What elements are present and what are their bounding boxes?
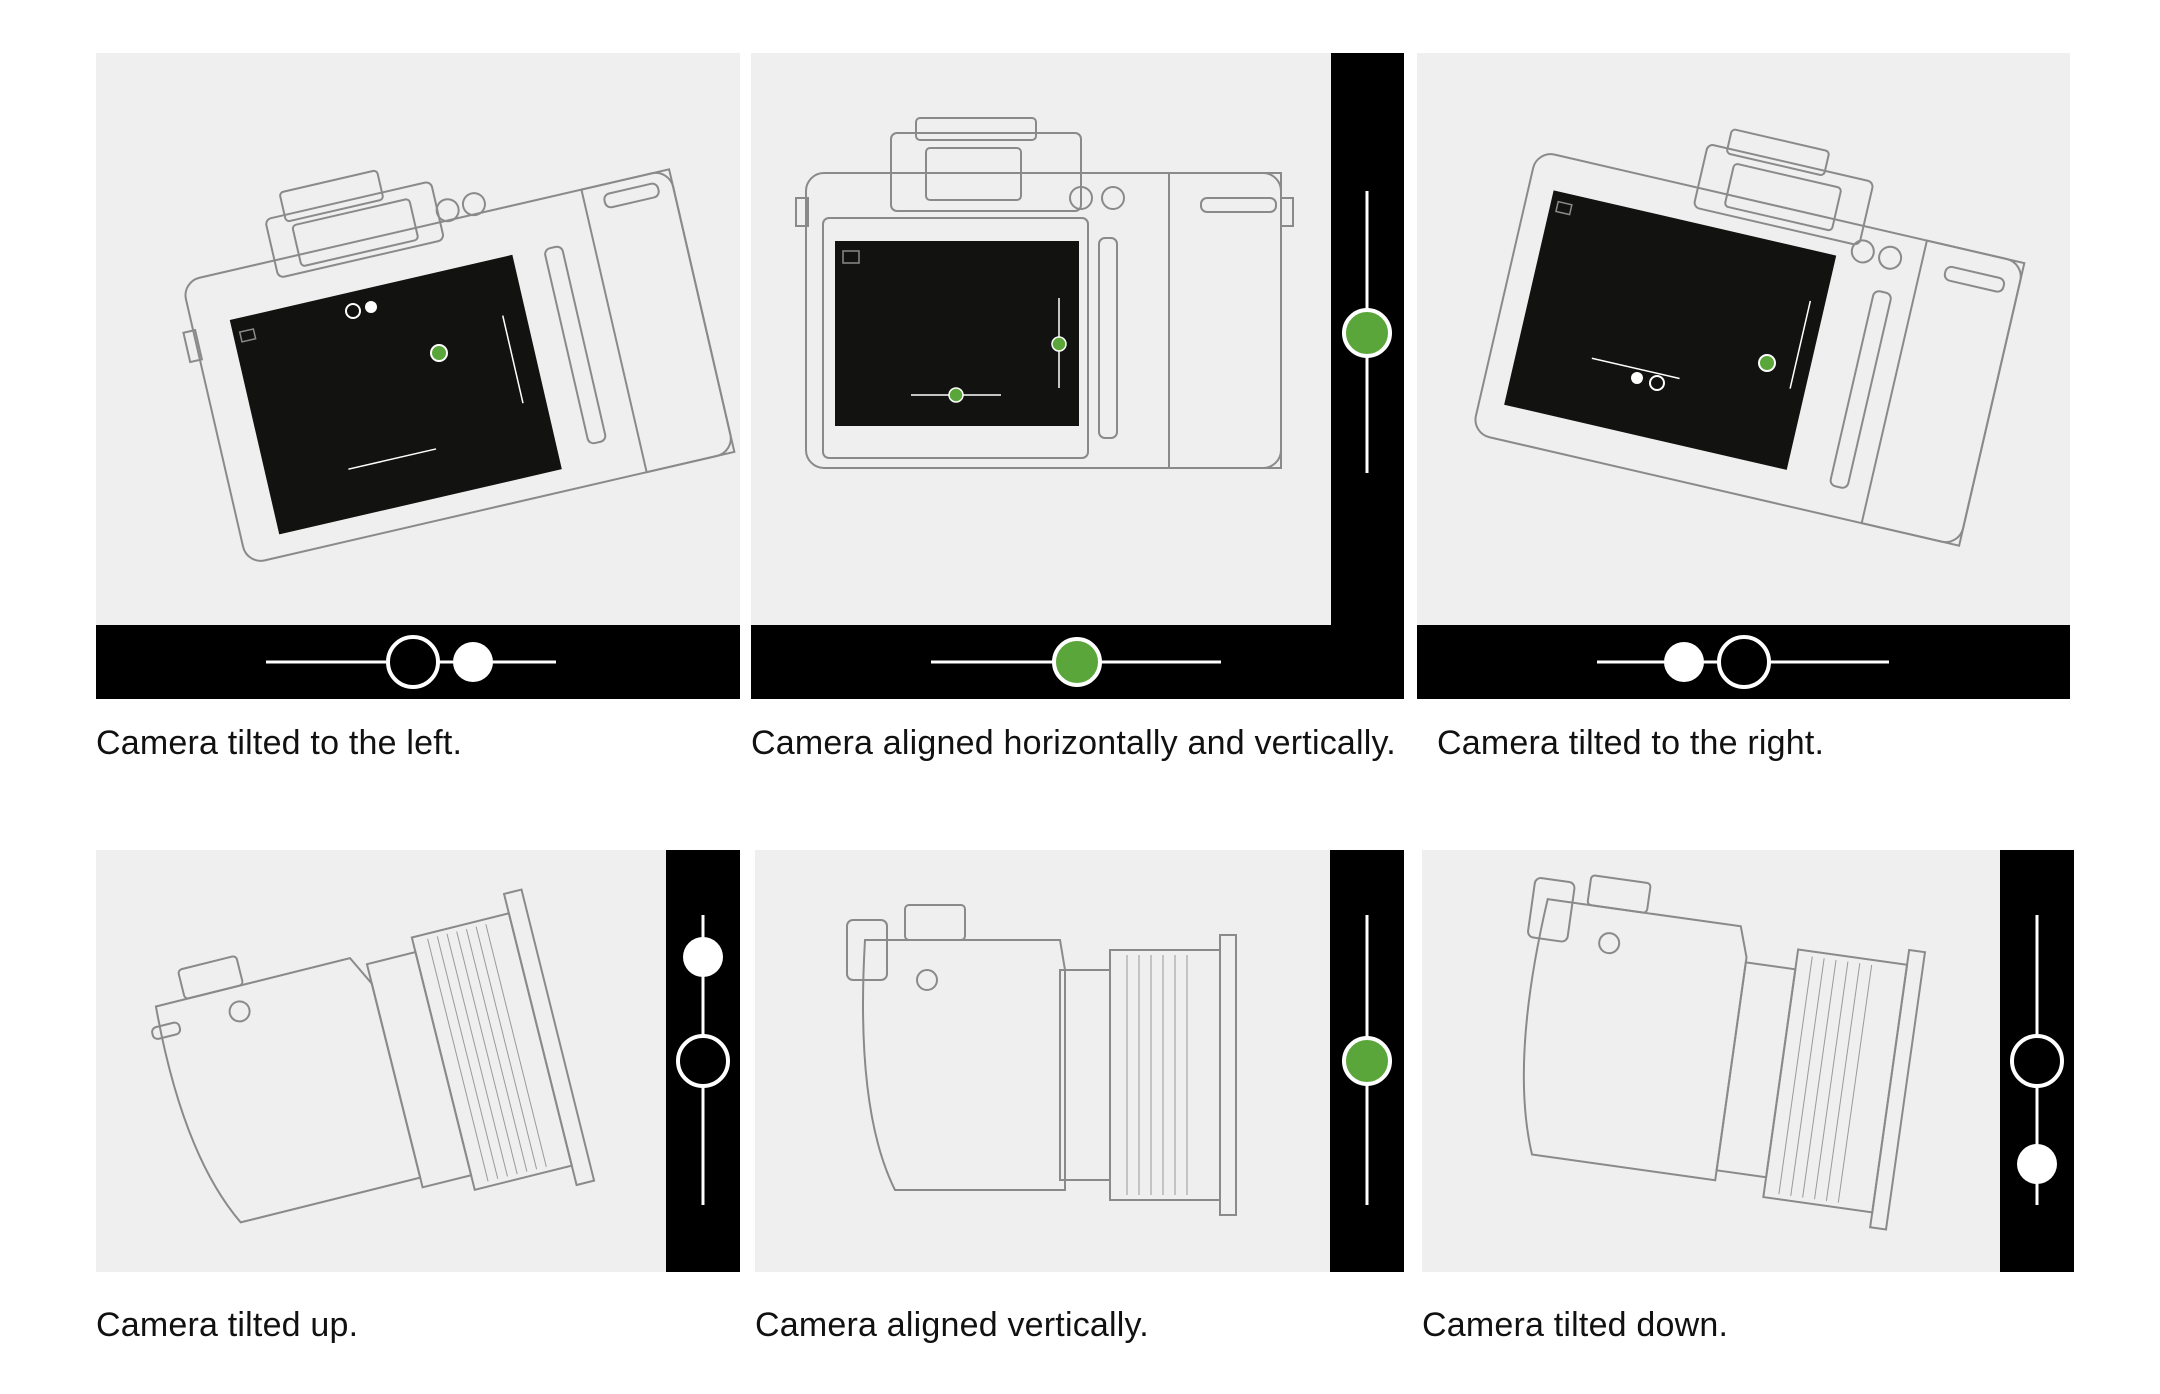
horizontal-level-bar: [1417, 625, 2070, 699]
panel-aligned-both: [751, 53, 1404, 699]
panel-tilted-left: [96, 53, 740, 699]
level-bubble: [453, 642, 493, 682]
vertical-level-bar: [666, 850, 740, 1272]
horizontal-level-bar: [751, 625, 1404, 699]
screen-level-vertical-green: [1758, 354, 1776, 372]
caption-aligned-vertical: Camera aligned vertically.: [755, 1306, 1149, 1344]
level-center-marker: [1717, 635, 1771, 689]
vertical-level-bar: [2000, 850, 2074, 1272]
camera-back-illustration: [795, 117, 1294, 469]
caption-aligned-both: Camera aligned horizontally and vertical…: [751, 724, 1396, 762]
camera-side-illustration: [846, 904, 1237, 1216]
screen-level-vertical-green: [1051, 336, 1067, 352]
screen-level-horizontal: [1631, 372, 1665, 391]
level-bubble-green: [1342, 308, 1392, 358]
panel-tilted-up: [96, 850, 740, 1272]
caption-tilted-left: Camera tilted to the left.: [96, 724, 463, 762]
level-bubble-green: [1342, 1036, 1392, 1086]
camera-back-illustration: [1474, 128, 2026, 547]
vertical-level-bar: [1330, 850, 1404, 1272]
camera-back-illustration: [182, 168, 736, 562]
camera-side-illustration: [1522, 874, 1927, 1231]
vertical-level-bar: [1331, 53, 1404, 625]
screen-level-horizontal: [345, 301, 377, 319]
caption-tilted-down: Camera tilted down.: [1422, 1306, 1729, 1344]
horizontal-level-bar: [96, 625, 740, 699]
panel-aligned-vertical: [755, 850, 1404, 1272]
panel-tilted-right: [1417, 53, 2070, 699]
screen-level-vertical-green: [430, 344, 448, 362]
level-bubble: [683, 937, 723, 977]
level-center-marker: [386, 635, 440, 689]
level-bubble-green: [1052, 637, 1102, 687]
level-center-marker: [2010, 1034, 2064, 1088]
caption-tilted-up: Camera tilted up.: [96, 1306, 359, 1344]
screen-level-horizontal-green: [948, 387, 964, 403]
level-bubble: [1664, 642, 1704, 682]
level-center-marker: [676, 1034, 730, 1088]
level-bubble: [2017, 1144, 2057, 1184]
panel-tilted-down: [1422, 850, 2074, 1272]
camera-side-illustration: [151, 888, 596, 1224]
caption-tilted-right: Camera tilted to the right.: [1437, 724, 1825, 762]
